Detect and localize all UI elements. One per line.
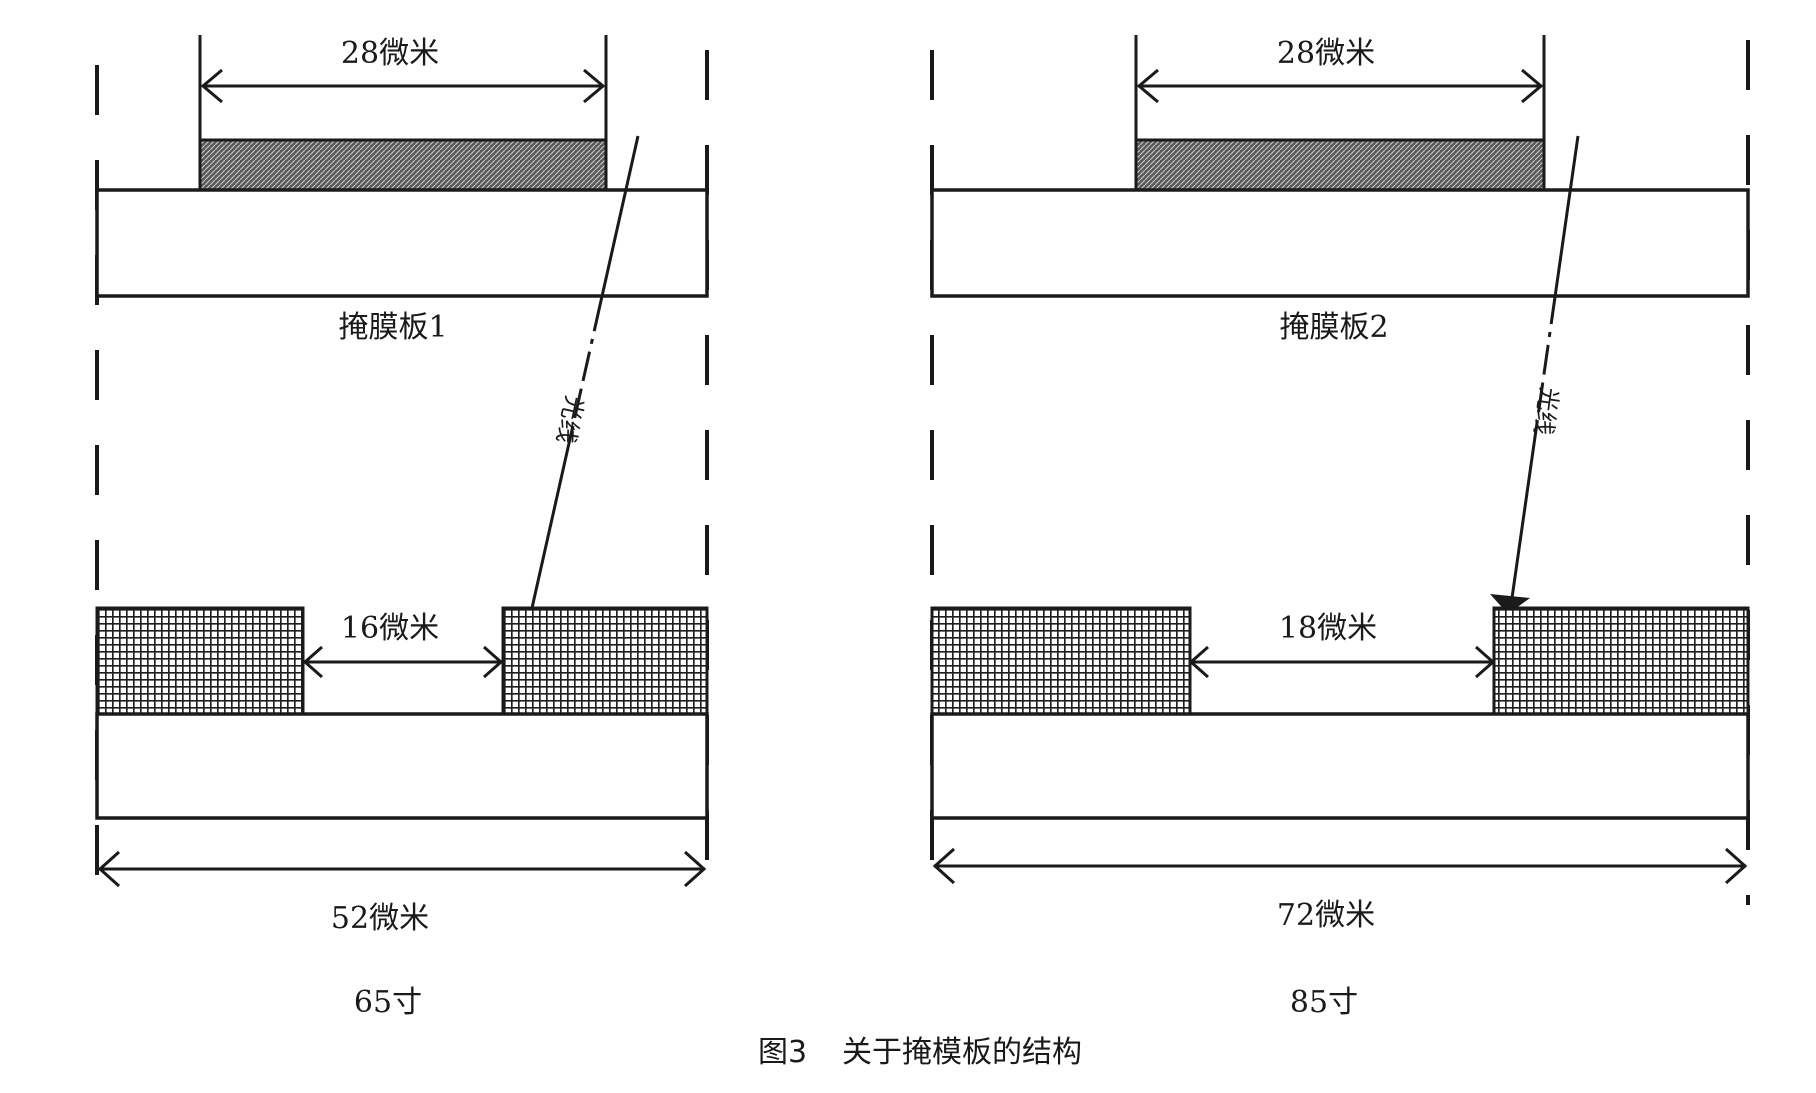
mask-chrome-pattern (1134, 138, 1546, 192)
light-ray-line (1510, 135, 1580, 599)
light-ray-label: 光线 (551, 393, 588, 446)
gap-dimension-label: 16微米 (341, 611, 439, 646)
light-ray-label: 光线 (1529, 385, 1563, 436)
left-panel: 28微米 掩膜板1 光线 16微米 52微米 65寸 (95, 35, 709, 1020)
bottom-dimension-arrowhead-left (97, 850, 121, 888)
substrate-pattern-left-block (95, 606, 305, 716)
mask-label: 掩膜板2 (1279, 310, 1388, 345)
top-dimension-arrowhead-right (1521, 68, 1544, 104)
bottom-dimension-arrowhead-right (683, 850, 707, 888)
substrate-glass-plate (930, 712, 1750, 820)
gap-dimension-arrowhead-right (1475, 645, 1496, 679)
bottom-dimension-label: 52微米 (331, 901, 429, 936)
bottom-dimension-arrowhead-left (932, 847, 956, 885)
figure-title: 关于掩模板的结构 (842, 1035, 1082, 1070)
top-dimension-arrowhead-left (1136, 68, 1159, 104)
substrate-pattern-left-block (930, 606, 1192, 716)
substrate-glass-plate (95, 712, 709, 820)
figure-number: 图3 (758, 1035, 807, 1070)
top-dimension-label: 28微米 (1277, 36, 1375, 71)
light-ray-arrowhead (1490, 594, 1530, 614)
substrate-pattern-right-block (501, 606, 709, 716)
gap-dimension-arrowhead-right (483, 645, 504, 679)
mask-chrome-pattern (198, 138, 608, 192)
bottom-dimension-arrowhead-right (1724, 847, 1748, 885)
top-dimension-arrowhead-right (583, 68, 606, 104)
bottom-dimension-label: 72微米 (1277, 898, 1375, 933)
gap-dimension-arrowhead-left (1188, 645, 1209, 679)
top-dimension-label: 28微米 (341, 36, 439, 71)
gap-dimension-arrowhead-left (302, 645, 323, 679)
gap-dimension-label: 18微米 (1279, 611, 1377, 646)
figure-caption: 图3 关于掩模板的结构 (758, 1035, 1082, 1070)
mask-glass-plate (930, 188, 1750, 298)
panel-size-label: 85寸 (1290, 985, 1358, 1020)
right-panel: 28微米 掩膜板2 光线 18微米 72微米 85寸 (930, 35, 1750, 1020)
mask-label: 掩膜板1 (338, 310, 447, 345)
top-dimension-arrowhead-left (200, 68, 223, 104)
panel-size-label: 65寸 (354, 985, 422, 1020)
light-ray-line (530, 135, 640, 609)
substrate-pattern-right-block (1492, 606, 1750, 716)
